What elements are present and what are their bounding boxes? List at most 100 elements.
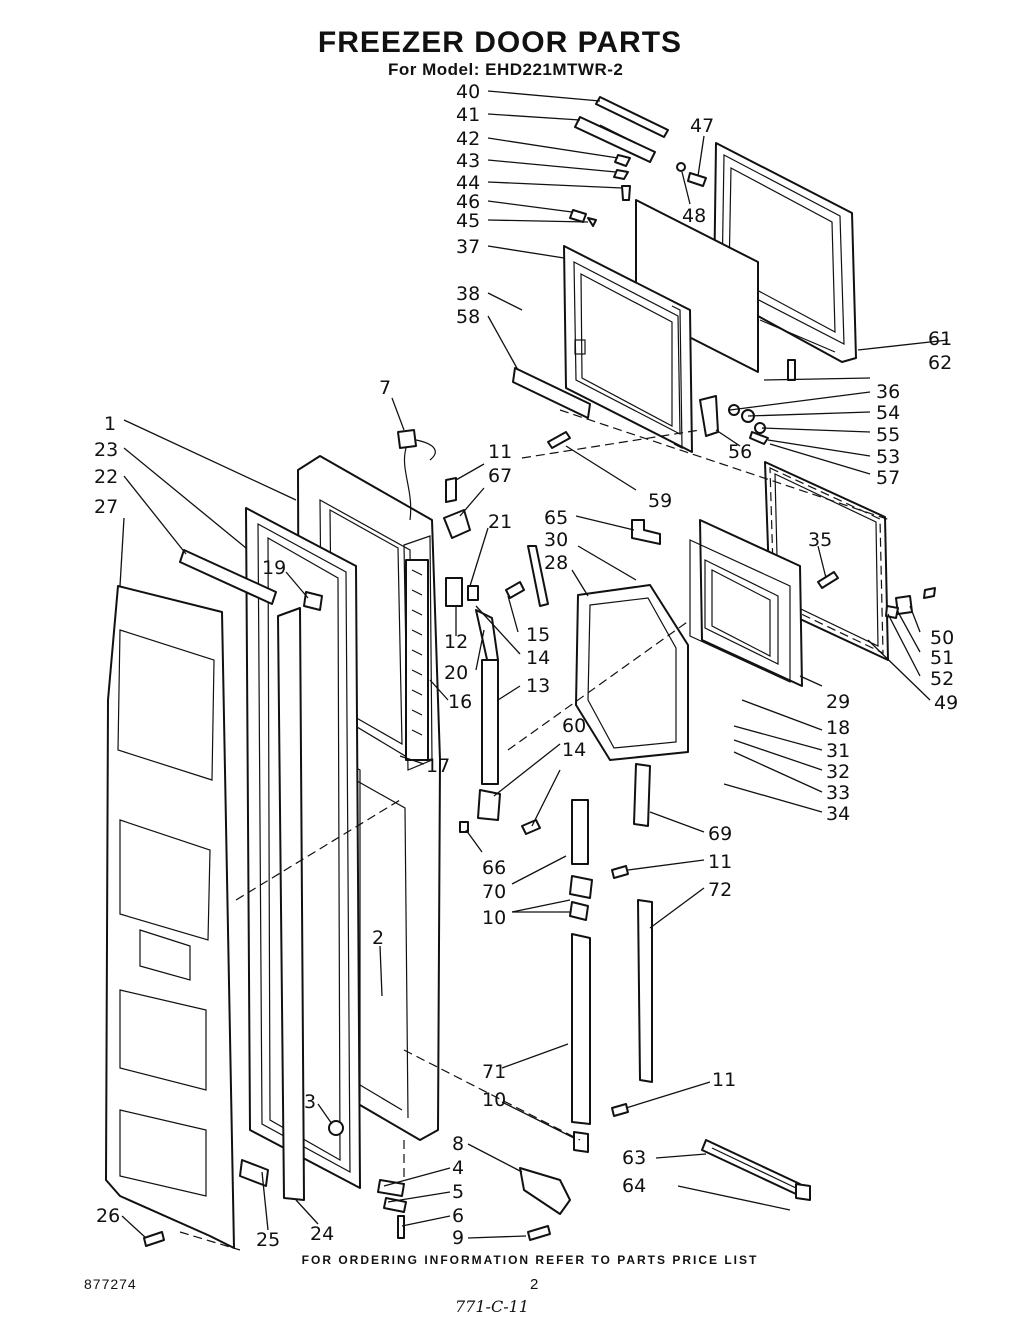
document-number: 877274 [84,1276,137,1292]
callout-69: 69 [708,823,732,845]
callout-54: 54 [876,402,900,424]
callout-24: 24 [310,1223,334,1245]
callout-48: 48 [682,205,706,227]
callout-5: 5 [452,1181,464,1203]
leader-lines [119,90,949,1239]
bracket-19 [303,591,323,611]
callout-44: 44 [456,172,480,194]
callout-14-upper: 14 [526,647,550,669]
callout-56: 56 [728,441,752,463]
callout-6: 6 [452,1205,464,1227]
page-title: FREEZER DOOR PARTS [317,26,683,59]
callout-52: 52 [930,668,954,690]
callout-65: 65 [544,507,568,529]
door-liner-27 [105,585,235,1249]
callout-71: 71 [482,1061,506,1083]
callout-11-mid: 11 [708,851,732,873]
callout-18: 18 [826,717,850,739]
callout-67: 67 [488,465,512,487]
callout-23: 23 [94,439,118,461]
callout-49: 49 [934,692,958,714]
strip-24 [277,607,305,1201]
callout-46: 46 [456,191,480,213]
wire-harness-7 [397,429,436,521]
top-trim-parts [569,96,707,227]
callout-35: 35 [808,529,832,551]
callout-58: 58 [456,306,480,328]
callout-60: 60 [562,715,586,737]
callout-36: 36 [876,381,900,403]
callout-41: 41 [456,104,480,126]
callout-72: 72 [708,879,732,901]
cam-and-bracket-parts [443,477,549,835]
callout-10-lower: 10 [482,1089,506,1111]
trim-63-64 [701,1139,811,1201]
dispenser-housing-29 [689,519,803,687]
callout-10-upper: 10 [482,907,506,929]
screw-62 [787,359,796,381]
frame-28 [575,584,689,761]
callout-30: 30 [544,529,568,551]
screw-35 [817,571,839,589]
callout-labels: 40 41 42 43 44 46 45 47 48 37 38 58 61 6… [94,81,958,1251]
handwritten-note: 771-C-11 [455,1297,529,1316]
screw-59 [547,431,571,449]
bracket-65 [631,519,661,545]
callout-20: 20 [444,662,468,684]
callout-40: 40 [456,81,480,103]
callout-37: 37 [456,236,480,258]
callout-33: 33 [826,782,850,804]
gasket-23 [245,507,361,1189]
callout-43: 43 [456,150,480,172]
callout-9: 9 [452,1227,464,1249]
callout-29: 29 [826,691,850,713]
callout-3: 3 [304,1091,316,1113]
ordering-note: FOR ORDERING INFORMATION REFER TO PARTS … [301,1253,759,1267]
inner-frame-37 [563,245,693,453]
callout-8: 8 [452,1133,464,1155]
strip-58 [512,367,591,419]
callout-59: 59 [648,490,672,512]
callout-45: 45 [456,210,480,232]
bottom-hardware [143,1120,571,1247]
callout-16: 16 [448,691,472,713]
callout-66: 66 [482,857,506,879]
callout-13: 13 [526,675,550,697]
page-number: 2 [530,1276,539,1293]
callout-63: 63 [622,1147,646,1169]
callout-15: 15 [526,624,550,646]
callout-61: 61 [928,328,952,350]
callout-38: 38 [456,283,480,305]
callout-34: 34 [826,803,850,825]
callout-57: 57 [876,467,900,489]
callout-27: 27 [94,496,118,518]
callout-25: 25 [256,1229,280,1251]
callout-26: 26 [96,1205,120,1227]
callout-51: 51 [930,647,954,669]
callout-28: 28 [544,552,568,574]
brackets-50-52 [885,587,936,619]
callout-14-lower: 14 [562,739,586,761]
callout-64: 64 [622,1175,646,1197]
callout-4: 4 [452,1157,464,1179]
callout-70: 70 [482,881,506,903]
insulation-sheet-36 [635,199,759,373]
callout-50: 50 [930,627,954,649]
hinge-column-parts [569,763,653,1153]
callout-11-lower: 11 [712,1069,736,1091]
callout-19: 19 [262,557,286,579]
callout-62: 62 [928,352,952,374]
callout-22: 22 [94,466,118,488]
callout-21: 21 [488,511,512,533]
callout-31: 31 [826,740,850,762]
callout-2: 2 [372,927,384,949]
callout-53: 53 [876,446,900,468]
callout-11-top: 11 [488,441,512,463]
callout-55: 55 [876,424,900,446]
trim-strip-22 [179,549,277,605]
callout-32: 32 [826,761,850,783]
callout-12: 12 [444,631,468,653]
callout-1: 1 [104,413,116,435]
callout-17: 17 [426,755,450,777]
